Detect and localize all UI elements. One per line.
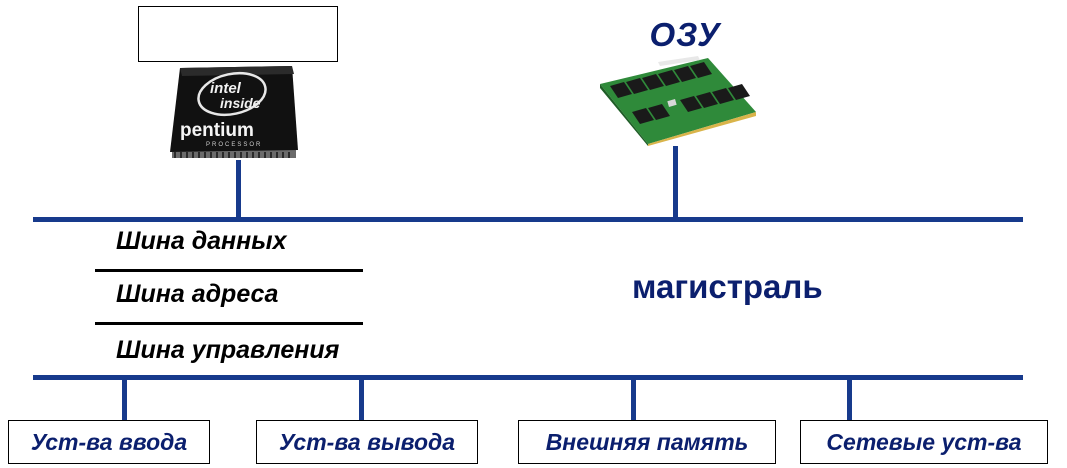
cpu-connector bbox=[236, 160, 241, 220]
intel-logo-text: intel bbox=[210, 80, 242, 97]
network-devices-connector bbox=[847, 378, 852, 420]
inside-logo-text: inside bbox=[220, 95, 261, 111]
output-devices-connector bbox=[359, 378, 364, 420]
address-bus-label: Шина адреса bbox=[116, 280, 279, 308]
processor-logo-text: PROCESSOR bbox=[206, 142, 262, 148]
external-memory-box: Внешняя память bbox=[518, 420, 776, 464]
network-devices-box: Сетевые уст-ва bbox=[800, 420, 1048, 464]
ram-module-icon bbox=[600, 56, 756, 146]
data-bus-label: Шина данных bbox=[116, 227, 287, 255]
ram-label: ОЗУ bbox=[649, 16, 721, 53]
external-memory-connector bbox=[631, 378, 636, 420]
control-bus-label: Шина управления bbox=[116, 336, 340, 364]
bus-separator bbox=[95, 269, 363, 272]
bus-line-top bbox=[33, 217, 1023, 222]
pentium-logo-text: pentium bbox=[180, 120, 254, 141]
output-devices-box: Уст-ва вывода bbox=[256, 420, 478, 464]
input-devices-box: Уст-ва ввода bbox=[8, 420, 210, 464]
bus-name-label: магистраль bbox=[632, 268, 823, 305]
cpu-label-box bbox=[138, 6, 338, 62]
input-devices-connector bbox=[122, 378, 127, 420]
cpu-chip-icon: intel inside pentium PROCESSOR bbox=[170, 66, 298, 158]
bus-separator bbox=[95, 322, 363, 325]
ram-connector bbox=[673, 146, 678, 220]
bus-line-bottom bbox=[33, 375, 1023, 380]
